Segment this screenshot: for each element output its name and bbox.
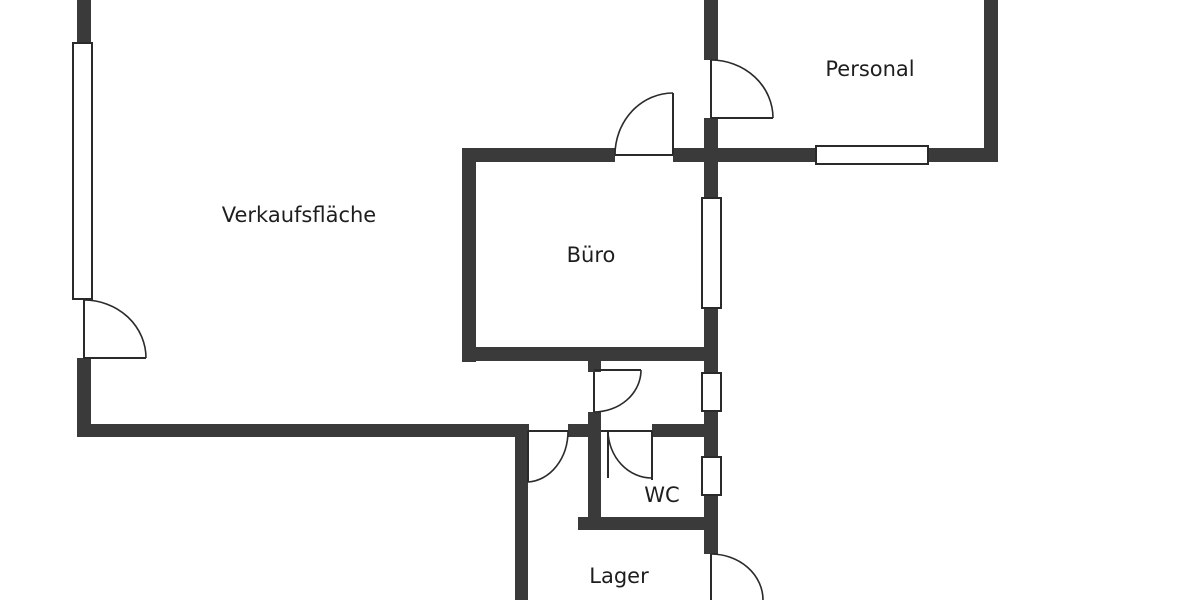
wall-buero-bottom — [462, 347, 718, 361]
wall-personal-bottom-right — [927, 148, 998, 162]
wall-central-mid1 — [704, 118, 718, 198]
door-lager — [527, 430, 569, 483]
door-lager-exterior — [710, 553, 764, 600]
room-labels: Verkaufsfläche Personal Büro WC Lager — [222, 57, 915, 588]
room-label-verkaufsflaeche: Verkaufsfläche — [222, 203, 376, 227]
window-sales-left — [72, 42, 93, 300]
wall-buero-left — [462, 148, 476, 362]
door-corridor — [593, 369, 642, 413]
room-label-buero: Büro — [567, 243, 616, 267]
wall-central-mid2 — [704, 308, 718, 374]
window-wc-right — [701, 456, 722, 496]
window-buero-right — [701, 197, 722, 309]
wall-wc-top-right — [652, 424, 718, 437]
wall-personal-right — [984, 0, 998, 162]
wall-buero-top-left — [462, 148, 615, 162]
wall-sales-left-bottom — [77, 358, 91, 436]
wall-buero-top-right — [673, 148, 817, 162]
doors — [83, 59, 774, 600]
windows — [72, 42, 929, 496]
wall-wc-left — [588, 412, 601, 530]
wall-sales-left-top — [77, 0, 91, 44]
window-personal-bottom — [815, 145, 929, 165]
door-wc — [601, 430, 653, 480]
wall-wc-bottom — [578, 517, 718, 530]
door-personal — [710, 59, 774, 119]
wall-wc-top-left — [568, 424, 600, 437]
wall-lager-left — [515, 424, 528, 600]
room-label-lager: Lager — [589, 564, 649, 588]
door-sales-entrance — [83, 299, 147, 359]
room-label-wc: WC — [644, 483, 679, 507]
wall-sales-bottom — [77, 424, 529, 437]
window-corridor-right — [701, 372, 722, 412]
room-label-personal: Personal — [825, 57, 914, 81]
walls — [77, 0, 998, 600]
wall-central-top — [704, 0, 718, 60]
door-buero — [614, 92, 674, 156]
wall-stub-left — [515, 520, 527, 530]
